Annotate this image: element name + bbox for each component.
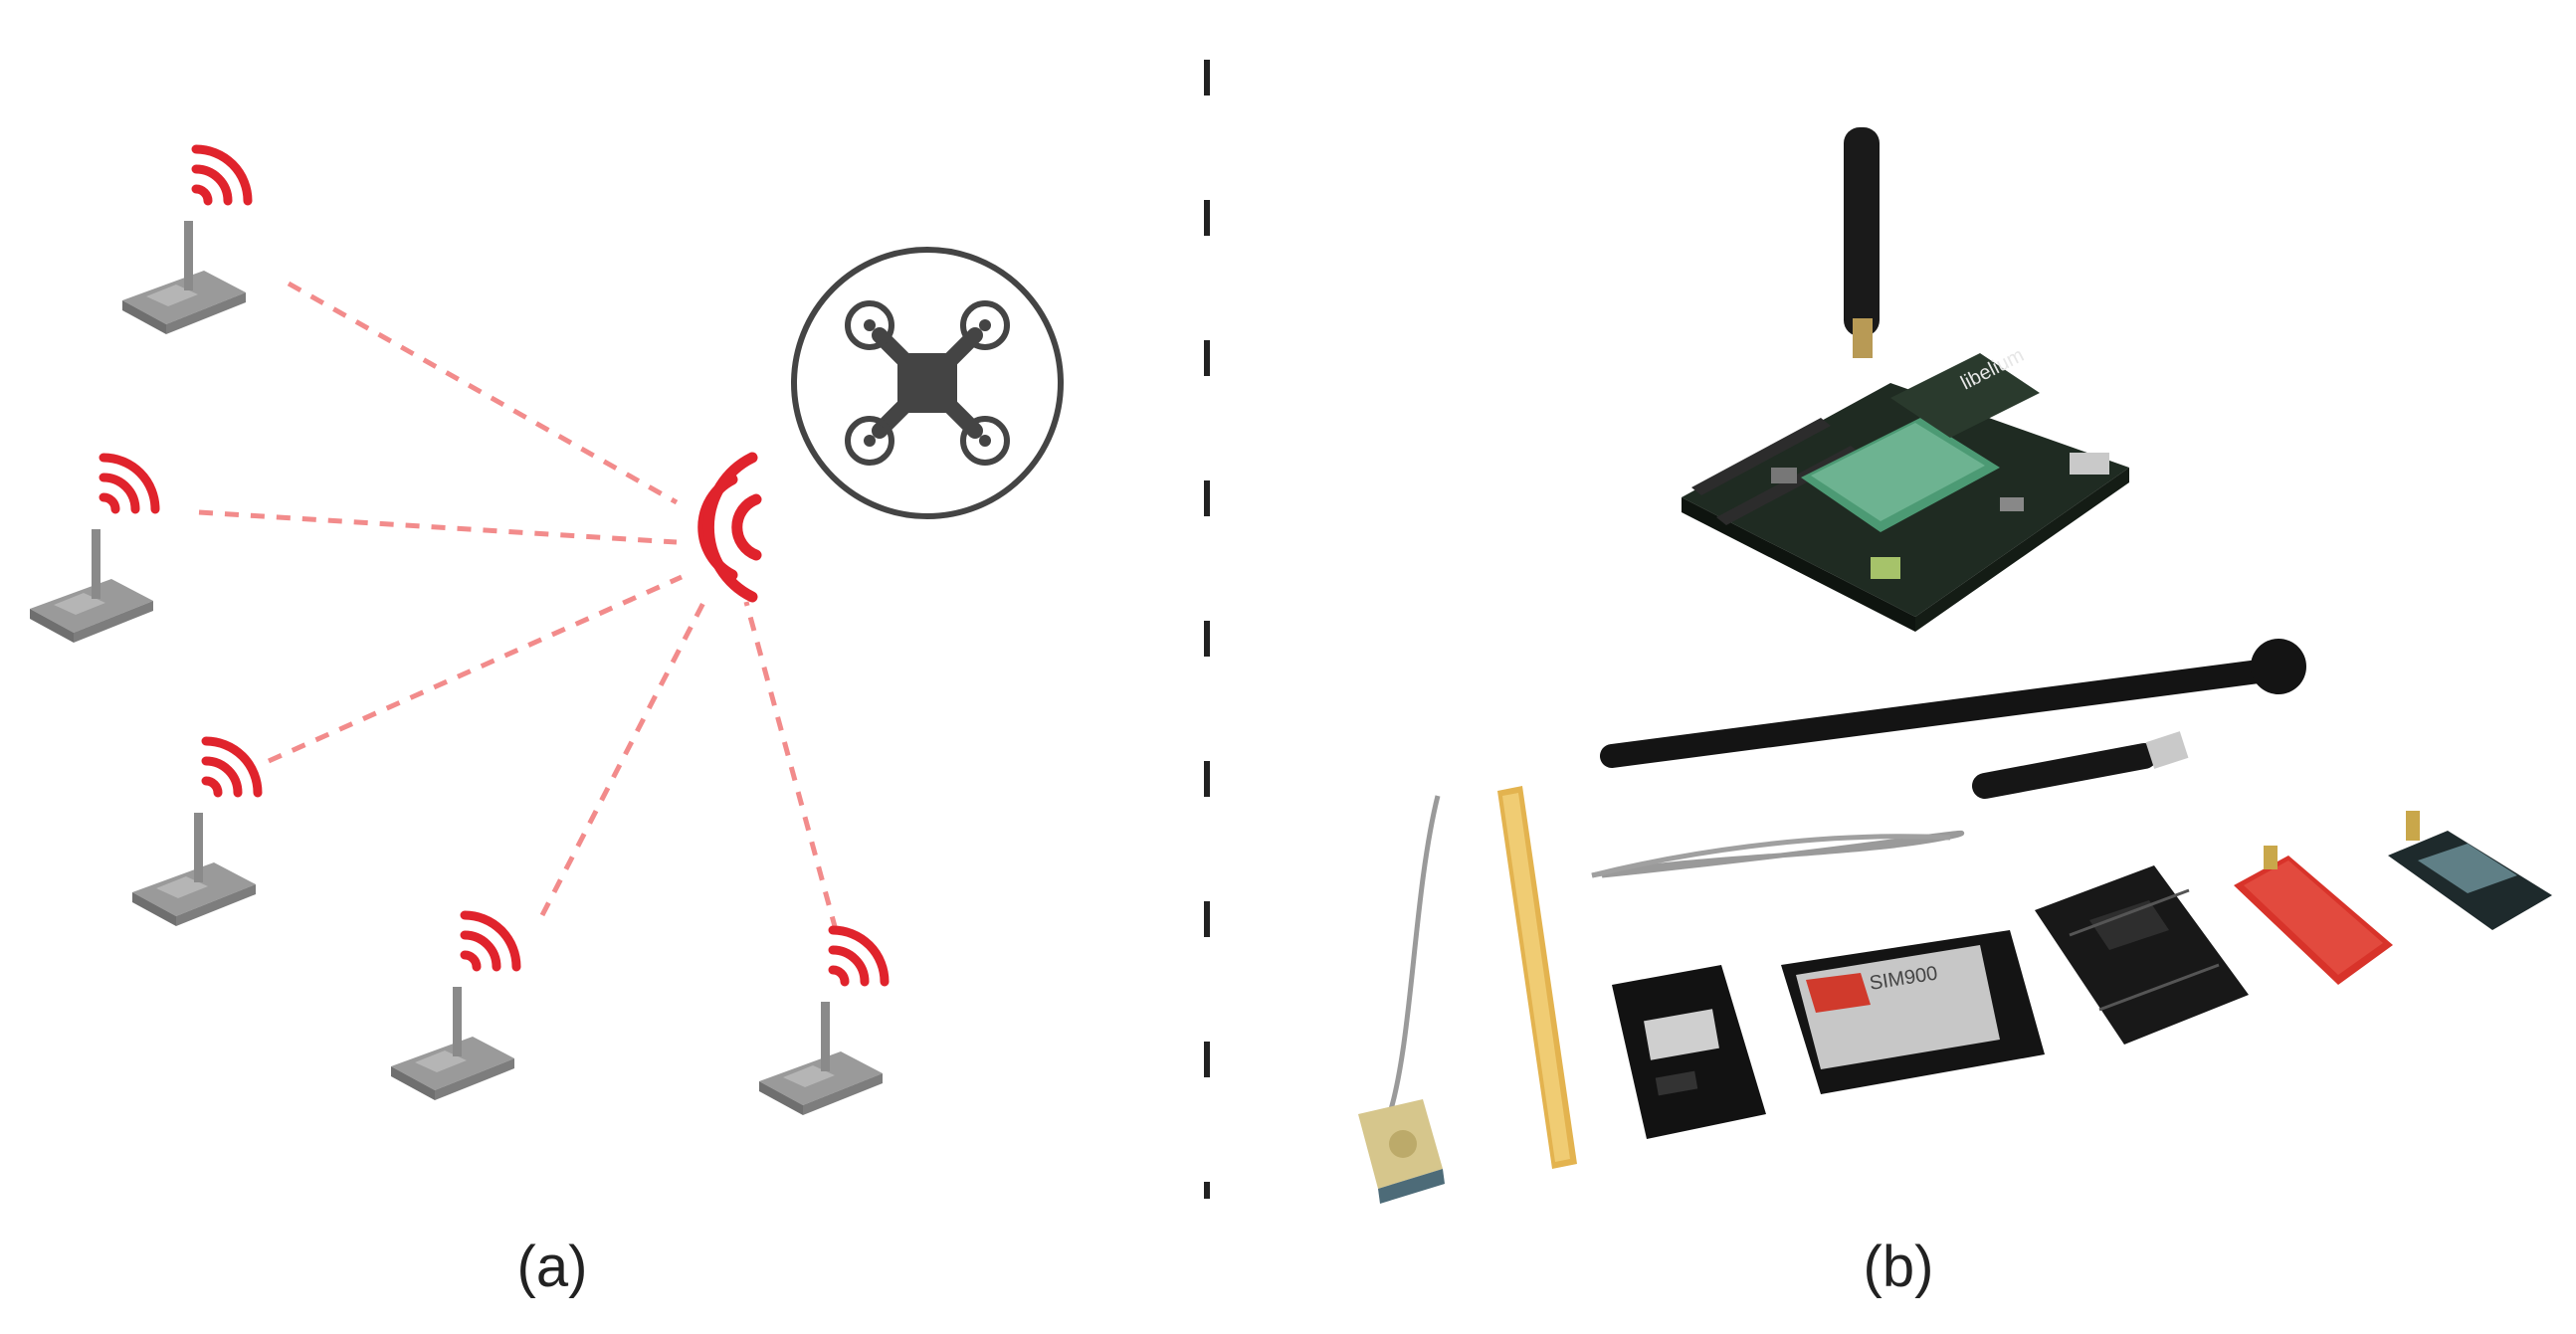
red-radio-module [2234, 846, 2393, 985]
gprs-module: SIM900 [1781, 930, 2045, 1094]
wireless-router-icon-5 [759, 930, 885, 1115]
panel-a [30, 149, 1064, 1115]
whip-antenna [1844, 127, 1880, 336]
ufl-cable [1591, 830, 1965, 878]
dark-radio-module [2388, 811, 2552, 930]
wireless-router-icon-4 [391, 915, 516, 1100]
panel-b: libelium [1358, 127, 2552, 1204]
link-node-2 [198, 509, 678, 545]
link-lines [198, 281, 839, 931]
short-antenna [1972, 731, 2189, 799]
expansion-board [2035, 865, 2249, 1045]
gps-module [1612, 965, 1766, 1139]
wireless-router-icon-1 [122, 149, 248, 334]
pcb-strip-antenna [1497, 786, 1577, 1169]
link-node-1 [287, 281, 679, 505]
dipole-antenna [1600, 639, 2306, 768]
caption-panel-b: (b) [1863, 1235, 1934, 1299]
wireless-signal-icon [697, 452, 762, 603]
wireless-router-icon-2 [30, 458, 155, 643]
link-node-5 [743, 601, 839, 931]
waspmote-mainboard: libelium [1682, 127, 2129, 632]
wireless-router-icon-3 [132, 741, 258, 926]
caption-panel-a: (a) [516, 1235, 588, 1299]
gps-antenna [1358, 795, 1445, 1204]
link-node-4 [539, 595, 709, 917]
link-node-3 [267, 574, 684, 764]
quadcopter-drone-icon [791, 247, 1064, 519]
